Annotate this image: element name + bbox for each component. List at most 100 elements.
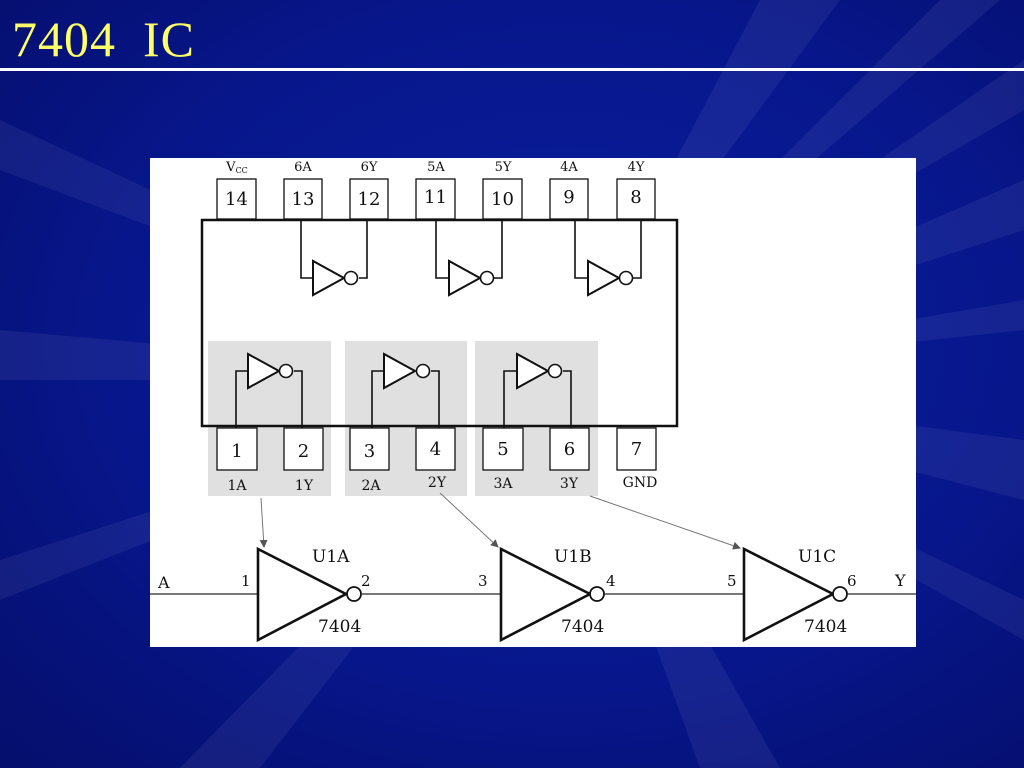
gate5-triangle [448, 259, 483, 297]
gate2-shade [345, 341, 467, 496]
gate2-triangle [383, 352, 418, 390]
gate5-bubble [479, 270, 495, 286]
pin-2-box [283, 427, 324, 471]
gate4-wiring [574, 220, 588, 279]
diagram-panel: 14 13 12 11 10 9 8 VCC 6A 6Y 5A 5Y 4A 4Y… [150, 158, 916, 647]
pin-13-label: 6A [294, 160, 312, 175]
pin-8-number: 8 [630, 187, 641, 208]
pin-6-label: 3Y [560, 476, 579, 492]
pin-12-box [349, 178, 389, 220]
pin-5-number: 5 [497, 439, 508, 460]
callout-arrows [259, 492, 741, 550]
pin-11-label: 5A [427, 160, 445, 175]
gate6-wiring [300, 220, 313, 279]
u1b-triangle [499, 546, 593, 643]
pin-4-number: 4 [430, 439, 441, 460]
pin-12-number: 12 [358, 189, 381, 210]
pin-6-number: 6 [564, 439, 575, 460]
title-divider [0, 68, 1024, 71]
pin-8-label: 4Y [628, 160, 645, 175]
pin-1-number: 1 [231, 441, 242, 462]
gate3-triangle [516, 352, 551, 390]
pin-7-box [616, 427, 657, 471]
u1c-out-pin: 6 [847, 572, 857, 590]
gate2-output-wire [431, 370, 440, 428]
pin-11-number: 11 [424, 187, 447, 208]
gate6-bubble [343, 270, 359, 286]
u1a-bubble [346, 586, 362, 602]
u1b-out-pin: 4 [606, 572, 616, 590]
pin-3-number: 3 [364, 441, 375, 462]
u1c-triangle [742, 546, 836, 643]
gate5-wiring [435, 220, 449, 279]
bottom-pins: 1 2 3 4 5 6 7 1A 1Y 2A 2Y 3A 3Y GND [216, 427, 658, 494]
pin-1-label: 1A [227, 478, 247, 494]
u1a-out-pin: 2 [361, 572, 371, 590]
pin-4-box [415, 427, 456, 471]
pin-2-label: 1Y [295, 478, 314, 494]
gate4-triangle [587, 259, 622, 297]
pin-2-number: 2 [298, 441, 309, 462]
gate2-bubble [415, 363, 431, 379]
gate1-shade [208, 341, 331, 496]
pin-14-label: VCC [225, 160, 248, 175]
pin-14-number: 14 [225, 189, 248, 210]
u1c-name: U1C [798, 547, 836, 567]
gate2-input-wire [371, 370, 384, 428]
u1c-part: 7404 [804, 617, 847, 637]
pin-5-label: 3A [493, 476, 513, 492]
gate4-output-wire [633, 220, 642, 279]
pin-14-box [216, 178, 257, 220]
pin-8-box [616, 178, 656, 220]
pin-3-box [349, 427, 390, 471]
internal-gates-top [300, 220, 642, 297]
pin-10-box [482, 178, 523, 220]
pin-10-label: 5Y [495, 160, 512, 175]
ic-diagram: 14 13 12 11 10 9 8 VCC 6A 6Y 5A 5Y 4A 4Y… [150, 160, 916, 643]
u1a-triangle [256, 546, 349, 643]
input-label: A [157, 573, 170, 592]
arrow-to-u1a [259, 497, 268, 548]
u1b-part: 7404 [561, 617, 604, 637]
pin-10-number: 10 [491, 189, 514, 210]
pin-9-box [549, 178, 589, 220]
u1c-in-pin: 5 [727, 572, 737, 590]
gate1-bubble [278, 363, 294, 379]
schematic: A Y U1A U1B U1C 7404 7404 7404 1 2 3 4 5… [150, 546, 916, 643]
gate6-triangle [312, 259, 347, 297]
pin-9-number: 9 [563, 187, 574, 208]
pin-12-label: 6Y [361, 160, 378, 175]
top-pins: 14 13 12 11 10 9 8 VCC 6A 6Y 5A 5Y 4A 4Y [216, 160, 656, 220]
u1b-bubble [589, 586, 605, 602]
gate3-bubble [547, 363, 563, 379]
gate1-input-wire [235, 370, 248, 428]
gate6-output-wire [359, 220, 368, 279]
u1b-name: U1B [554, 547, 592, 567]
internal-gates-bottom [235, 352, 572, 428]
output-label: Y [894, 571, 906, 590]
pin-9-label: 4A [560, 160, 578, 175]
arrow-to-u1b [439, 492, 499, 548]
u1b-in-pin: 3 [478, 572, 488, 590]
pin-6-box [549, 427, 590, 471]
u1a-part: 7404 [318, 617, 361, 637]
pin-7-label: GND [623, 475, 658, 491]
u1a-name: U1A [312, 547, 350, 567]
pin-11-box [415, 178, 456, 220]
pin-3-label: 2A [361, 478, 381, 494]
gate3-output-wire [563, 370, 572, 428]
u1a-in-pin: 1 [241, 572, 251, 590]
pin-13-number: 13 [292, 189, 315, 210]
arrow-to-u1c [589, 495, 741, 550]
gate1-output-wire [294, 370, 303, 428]
u1c-bubble [832, 586, 848, 602]
pin-4-label: 2Y [428, 475, 447, 491]
pin-1-box [216, 427, 258, 471]
gate1-triangle [247, 352, 282, 390]
pin-7-number: 7 [631, 439, 642, 460]
pin-13-box [283, 178, 323, 220]
pin-5-box [482, 427, 524, 471]
gate4-bubble [618, 270, 634, 286]
slide-title: 7404 IC [12, 11, 195, 67]
gate3-input-wire [503, 370, 517, 428]
